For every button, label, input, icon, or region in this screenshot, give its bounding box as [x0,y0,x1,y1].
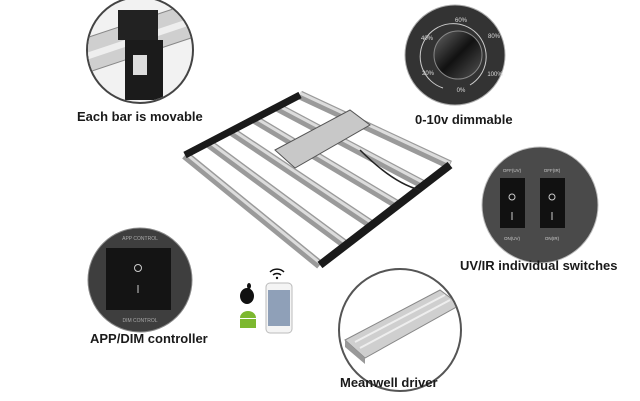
light-bar-highlight [207,139,347,245]
dimmer-tick: 100% [487,72,503,78]
light-bar [298,90,452,170]
dimmer-tick: 20% [422,71,435,77]
wifi-icon [269,268,285,280]
light-bar-highlight [230,127,373,225]
meanwell-driver-detail [338,268,462,392]
switch-label: OFF(IR) [544,168,561,173]
controller-label: APP CONTROL [122,236,158,242]
dimmer-tick: 60% [455,18,468,24]
back-rail [183,91,302,159]
phone-image [265,282,293,334]
label-switches: UV/IR individual switches [460,258,618,273]
label-dimmable: 0-10v dimmable [415,112,513,127]
front-rail [317,161,453,269]
light-bar-highlight [253,115,399,205]
dimmer-tick: 0% [457,88,466,94]
label-controller: APP/DIM controller [90,331,208,346]
light-bar-highlight [299,91,451,165]
switch-label: OFF(UV) [503,168,522,173]
light-bar [274,103,427,189]
dimmer-tick: 40% [421,36,434,42]
label-movable: Each bar is movable [77,109,203,124]
switch-label: ON(UV) [504,236,520,241]
light-bar-highlight [184,151,321,265]
light-bar [251,115,401,209]
driver-cable [359,149,421,191]
apple-icon [240,283,254,304]
grow-light-fixture [182,90,453,269]
dimmer-detail: 0% 20% 40% 60% 80% 100% [404,4,506,106]
driver-box [274,109,371,169]
android-icon [240,311,256,328]
switch-label: ON(IR) [545,236,560,241]
light-bar [228,127,375,229]
app-dim-switch-detail: APP CONTROL DIM CONTROL [87,227,193,333]
light-bar-highlight [276,103,425,185]
light-bar [182,151,323,269]
dimmer-tick: 80% [488,34,501,40]
movable-bar-detail [86,0,194,104]
label-driver: Meanwell driver [340,375,438,390]
controller-label: DIM CONTROL [123,318,158,324]
light-bar [205,139,349,249]
uv-ir-switches-detail: OFF(UV) ON(UV) OFF(IR) ON(IR) [481,146,599,264]
